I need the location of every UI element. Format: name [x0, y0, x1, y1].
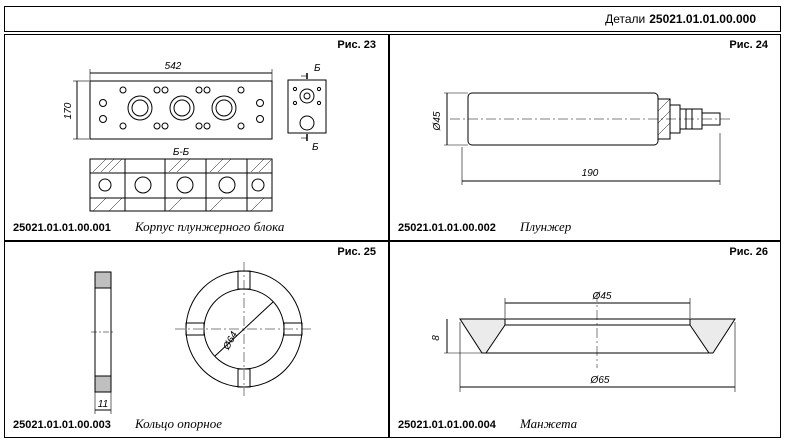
header-code: 25021.01.01.00.000	[649, 12, 756, 26]
part-code: 25021.01.01.00.003	[13, 419, 111, 431]
diameter-dimension: Ø45	[432, 111, 443, 131]
header-label: Детали	[605, 12, 646, 26]
height-dimension: 170	[63, 102, 74, 119]
part-title: Кольцо опорное	[135, 416, 223, 431]
figure-number: Рис. 26	[729, 246, 768, 258]
part-title: Плунжер	[520, 219, 572, 234]
outer-diameter-dimension: Ø65	[590, 375, 610, 386]
inner-diameter-dimension: Ø45	[592, 291, 612, 302]
section-mark-top: Б	[314, 63, 321, 74]
housing-top-view	[89, 80, 273, 140]
figure-number: Рис. 23	[337, 39, 376, 51]
cuff-right-section	[689, 318, 736, 354]
part-code: 25021.01.01.00.002	[398, 222, 496, 234]
cuff-drawing: Ø45 Ø65 8	[431, 291, 736, 392]
length-dimension: 190	[582, 168, 599, 179]
height-dimension: 8	[431, 335, 442, 341]
cuff-left-section	[459, 318, 506, 354]
section-title: Б-Б	[173, 147, 190, 158]
figure-number: Рис. 25	[337, 246, 376, 258]
diameter-dimension: Ø64	[221, 330, 240, 353]
figure-number: Рис. 24	[729, 39, 768, 51]
part-title: Корпус плунжерного блока	[135, 219, 285, 234]
length-dimension: 542	[165, 61, 182, 72]
panel-fig-25: Рис. 25 11 Ø64 25021.01.01.00.003 Кольцо…	[4, 241, 389, 438]
plunger-drawing: Ø45 190	[432, 92, 730, 185]
support-ring-drawing: 11 Ø64	[91, 262, 313, 414]
part-code: 25021.01.01.00.004	[398, 419, 496, 431]
part-title: Манжета	[520, 416, 578, 431]
panel-fig-23: Рис. 23	[4, 34, 389, 241]
section-mark-bottom: Б	[312, 142, 319, 153]
width-dimension: 11	[98, 399, 108, 410]
plunger-block-housing-drawing: 542 170 Б Б Б-Б	[63, 61, 327, 212]
panel-fig-24: Рис. 24 Ø45 190 25021.01.01.00.002 Плунж…	[389, 34, 781, 241]
section-view	[89, 158, 273, 212]
housing-side-view	[287, 79, 327, 134]
part-code: 25021.01.01.00.001	[13, 222, 111, 234]
panel-fig-26: Рис. 26 Ø45 Ø65 8 25021.01.01.00.004 Ман…	[389, 241, 781, 438]
